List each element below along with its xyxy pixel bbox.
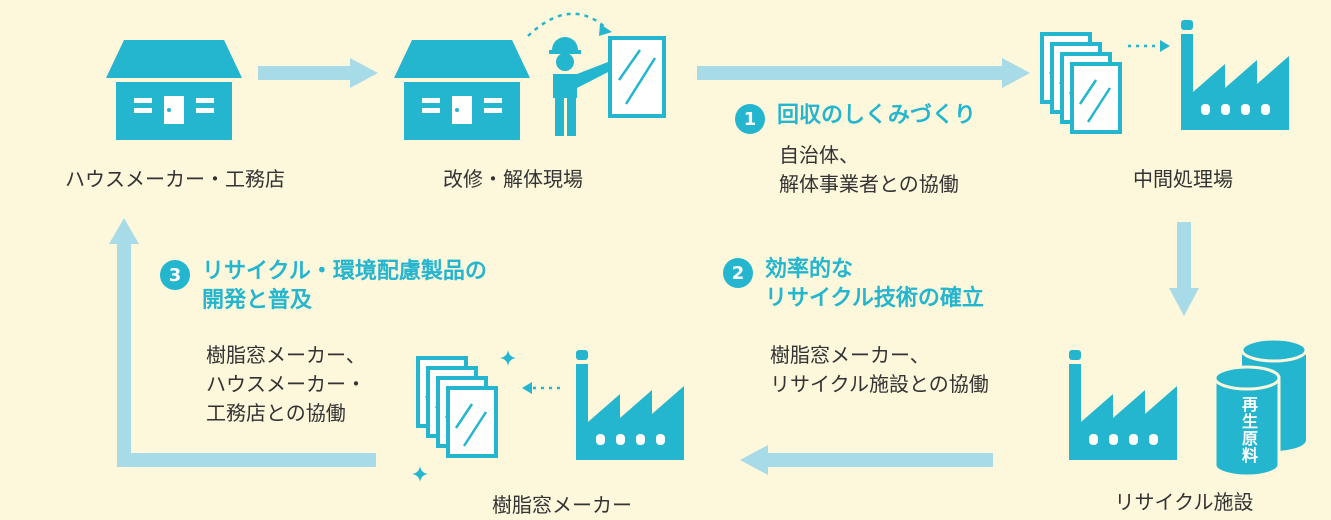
window-pane-icon [608,36,666,118]
step-2-title-line: 効率的な [765,257,854,282]
step-3-desc-line: 工務店との協働 [206,401,346,425]
node-label-window-maker: 樹脂窓メーカー [492,493,632,517]
step-3-title-line: 開発と普及 [202,287,313,313]
node-label-renovation-site: 改修・解体現場 [443,167,583,191]
step-2-title-line: リサイクル技術の確立 [765,285,984,311]
node-label-house-maker: ハウスメーカー・工務店 [65,167,285,191]
node-label-recycling: リサイクル施設 [1114,490,1254,514]
sparkle-icon [412,466,428,482]
step-3-desc-line: 樹脂窓メーカー、 [206,343,366,367]
recycling-factory-icon [1069,350,1177,460]
dotted-arc-arrow [527,12,607,37]
raw-material-tank-icon [1213,337,1308,478]
step-2-description: 樹脂窓メーカー、 リサイクル施設との協働 [770,341,989,399]
step-2-badge: 2 [723,258,753,288]
renovation-house-icon [394,40,530,140]
node-label-intermediate: 中間処理場 [1133,167,1233,191]
step-3-desc-line: ハウスメーカー・ [206,372,366,396]
arrow-site-to-intermediate [697,58,1030,88]
step-2-title: 効率的な リサイクル技術の確立 [765,256,984,313]
step-1-badge: 1 [735,104,765,134]
step-3-title-line: リサイクル・環境配慮製品の [202,259,487,284]
step-3-description: 樹脂窓メーカー、 ハウスメーカー・ 工務店との協働 [206,341,366,428]
intermediate-factory-icon [1181,20,1289,130]
arrow-recycling-to-maker [740,445,993,475]
step-2-desc-line: 樹脂窓メーカー、 [770,343,930,367]
step-1-desc-line: 解体事業者との協働 [779,172,959,196]
dotted-arrow-to-factory [1128,40,1170,52]
worker-icon [549,37,612,136]
step-3: 3 リサイクル・環境配慮製品の 開発と普及 [160,258,487,315]
window-maker-factory-icon [576,350,684,460]
step-1-desc-line: 自治体、 [779,143,859,167]
house-maker-house-icon [106,40,242,140]
step-2-desc-line: リサイクル施設との協働 [770,372,989,396]
window-stack-icon-maker [416,356,498,458]
step-1: 1 回収のしくみづくり [735,102,976,134]
arrow-house-to-site [258,58,378,88]
step-1-description: 自治体、 解体事業者との協働 [779,141,959,199]
step-2: 2 効率的な リサイクル技術の確立 [723,256,984,313]
tank-label: 再生原料 [1239,396,1258,464]
step-1-title: 回収のしくみづくり [777,103,976,128]
dotted-arrow-to-windows [522,382,560,394]
step-3-title: リサイクル・環境配慮製品の 開発と普及 [202,258,487,315]
window-stack-icon-intermediate [1040,32,1122,134]
arrow-intermediate-to-recycling [1169,222,1199,316]
sparkle-icon [500,350,516,366]
arc-arrowhead-icon [599,24,612,36]
arrow-loop-back [109,218,376,467]
step-3-badge: 3 [160,260,190,290]
